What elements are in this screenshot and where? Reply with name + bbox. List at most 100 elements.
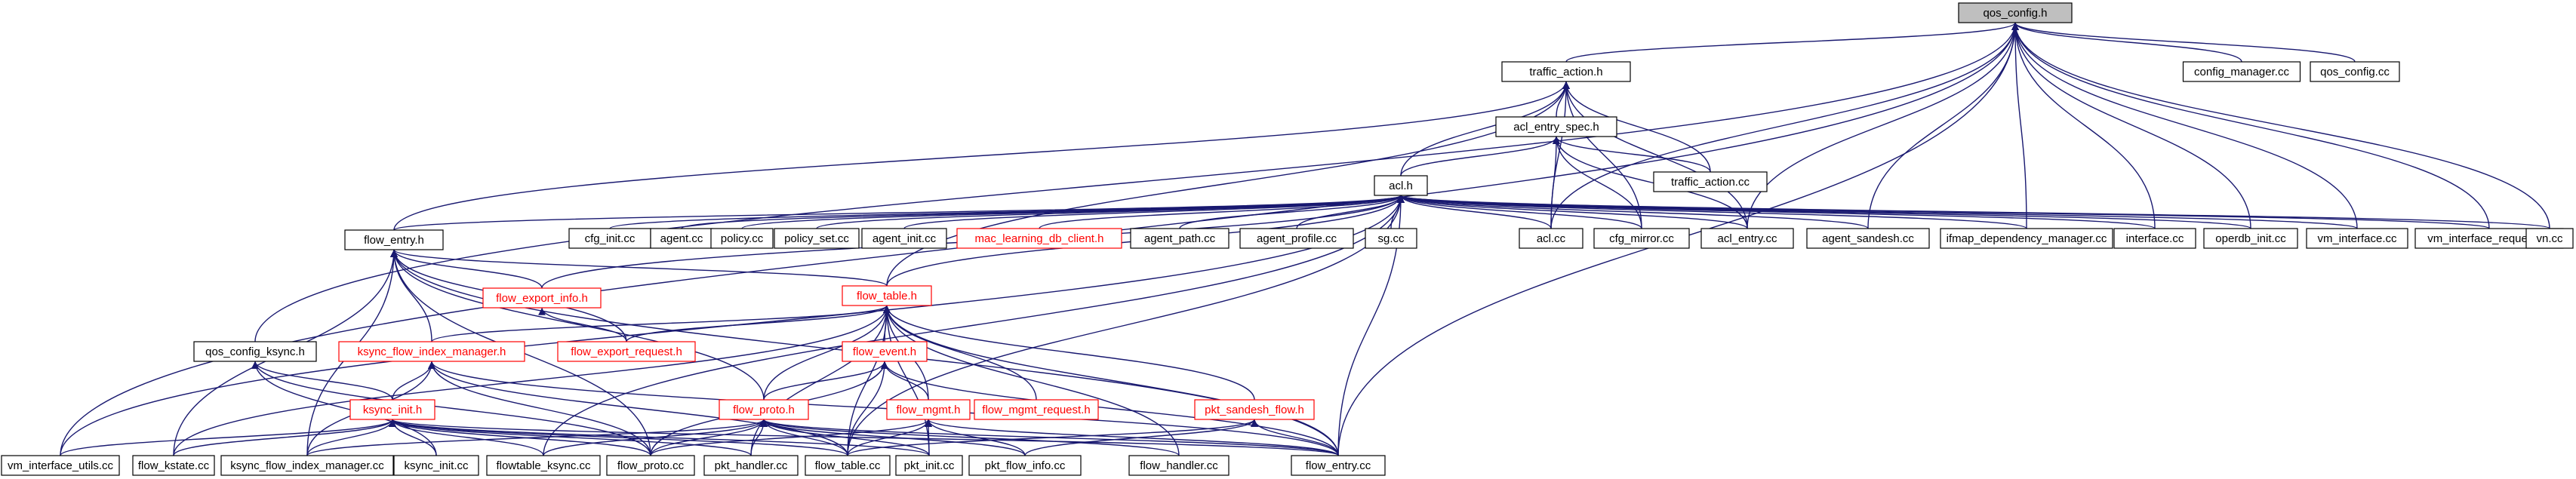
node-vn-cc[interactable]: vn.cc — [2525, 228, 2574, 249]
node-box[interactable] — [1519, 228, 1583, 249]
node-policy-set-cc[interactable]: policy_set.cc — [774, 228, 860, 249]
node-box[interactable] — [220, 455, 394, 476]
node-box[interactable] — [2113, 228, 2196, 249]
node-box[interactable] — [2203, 228, 2298, 249]
node-box[interactable] — [1130, 228, 1230, 249]
node-flow-handler-cc[interactable]: flow_handler.cc — [1128, 455, 1230, 476]
node-box[interactable] — [842, 285, 932, 306]
node-qos-config-cc[interactable]: qos_config.cc — [2310, 61, 2400, 82]
node-agent-path-cc[interactable]: agent_path.cc — [1130, 228, 1230, 249]
node-pkt-sandesh-flow-h[interactable]: pkt_sandesh_flow.h — [1194, 399, 1315, 420]
node-operdb-init-cc[interactable]: operdb_init.cc — [2203, 228, 2298, 249]
node-box[interactable] — [842, 341, 928, 362]
node-box[interactable] — [1700, 228, 1794, 249]
node-ifmap-dependency-manager-cc[interactable]: ifmap_dependency_manager.cc — [1940, 228, 2113, 249]
node-box[interactable] — [1501, 61, 1631, 82]
node-ksync-flow-index-manager-h[interactable]: ksync_flow_index_manager.h — [338, 341, 525, 362]
node-box[interactable] — [2182, 61, 2301, 82]
node-pkt-flow-info-cc[interactable]: pkt_flow_info.cc — [968, 455, 1082, 476]
node-pkt-init-cc[interactable]: pkt_init.cc — [895, 455, 963, 476]
node-flow-table-h[interactable]: flow_table.h — [842, 285, 932, 306]
node-flow-entry-cc[interactable]: flow_entry.cc — [1291, 455, 1386, 476]
node-box[interactable] — [1291, 455, 1386, 476]
include-edge-config_manager_cc-to-qos_config_h — [2011, 22, 2242, 63]
node-cfg-init-cc[interactable]: cfg_init.cc — [568, 228, 651, 249]
node-policy-cc[interactable]: policy.cc — [710, 228, 774, 249]
node-qos-config-ksync-h[interactable]: qos_config_ksync.h — [193, 341, 317, 362]
node-box[interactable] — [774, 228, 860, 249]
node-acl-entry-cc[interactable]: acl_entry.cc — [1700, 228, 1794, 249]
node-interface-cc[interactable]: interface.cc — [2113, 228, 2196, 249]
node-flow-proto-h[interactable]: flow_proto.h — [719, 399, 809, 420]
node-box[interactable] — [132, 455, 215, 476]
node-box[interactable] — [703, 455, 799, 476]
node-box[interactable] — [393, 455, 479, 476]
node-box[interactable] — [710, 228, 774, 249]
node-box[interactable] — [895, 455, 963, 476]
node-flow-table-cc[interactable]: flow_table.cc — [805, 455, 891, 476]
node-box[interactable] — [861, 228, 947, 249]
node-mac-learning-db-client-h[interactable]: mac_learning_db_client.h — [956, 228, 1122, 249]
node-qos-config-h[interactable]: qos_config.h — [1958, 2, 2073, 23]
node-sg-cc[interactable]: sg.cc — [1365, 228, 1417, 249]
node-box[interactable] — [956, 228, 1122, 249]
node-box[interactable] — [482, 287, 602, 309]
node-box[interactable] — [1365, 228, 1417, 249]
node-box[interactable] — [1653, 171, 1768, 192]
node-traffic-action-cc[interactable]: traffic_action.cc — [1653, 171, 1768, 192]
node-agent-profile-cc[interactable]: agent_profile.cc — [1239, 228, 1354, 249]
node-box[interactable] — [650, 228, 713, 249]
node-acl-cc[interactable]: acl.cc — [1519, 228, 1583, 249]
node-box[interactable] — [1593, 228, 1690, 249]
node-box[interactable] — [805, 455, 891, 476]
node-box[interactable] — [968, 455, 1082, 476]
node-agent-cc[interactable]: agent.cc — [650, 228, 713, 249]
node-flow-proto-cc[interactable]: flow_proto.cc — [606, 455, 695, 476]
node-acl-h[interactable]: acl.h — [1374, 175, 1428, 196]
node-box[interactable] — [1239, 228, 1354, 249]
node-agent-sandesh-cc[interactable]: agent_sandesh.cc — [1806, 228, 1930, 249]
node-box[interactable] — [2310, 61, 2400, 82]
node-box[interactable] — [886, 399, 971, 420]
node-agent-init-cc[interactable]: agent_init.cc — [861, 228, 947, 249]
node-vm-interface-utils-cc[interactable]: vm_interface_utils.cc — [1, 455, 120, 476]
node-acl-entry-spec-h[interactable]: acl_entry_spec.h — [1495, 116, 1617, 137]
node-box[interactable] — [974, 399, 1099, 420]
node-box[interactable] — [606, 455, 695, 476]
node-box[interactable] — [568, 228, 651, 249]
node-flow-kstate-cc[interactable]: flow_kstate.cc — [132, 455, 215, 476]
node-traffic-action-h[interactable]: traffic_action.h — [1501, 61, 1631, 82]
node-cfg-mirror-cc[interactable]: cfg_mirror.cc — [1593, 228, 1690, 249]
node-ksync-init-h[interactable]: ksync_init.h — [349, 399, 435, 420]
node-box[interactable] — [1806, 228, 1930, 249]
node-flowtable-ksync-cc[interactable]: flowtable_ksync.cc — [486, 455, 601, 476]
node-box[interactable] — [1958, 2, 2073, 23]
node-box[interactable] — [1, 455, 120, 476]
node-ksync-flow-index-manager-cc[interactable]: ksync_flow_index_manager.cc — [220, 455, 394, 476]
node-vm-interface-cc[interactable]: vm_interface.cc — [2306, 228, 2408, 249]
node-box[interactable] — [2306, 228, 2408, 249]
node-box[interactable] — [193, 341, 317, 362]
node-box[interactable] — [1374, 175, 1428, 196]
include-edge-flow_entry_h-to-traffic_action_h — [393, 81, 1570, 231]
node-box[interactable] — [338, 341, 525, 362]
node-box[interactable] — [1495, 116, 1617, 137]
node-config-manager-cc[interactable]: config_manager.cc — [2182, 61, 2301, 82]
node-box[interactable] — [557, 341, 696, 362]
node-box[interactable] — [344, 229, 444, 250]
node-flow-export-info-h[interactable]: flow_export_info.h — [482, 287, 602, 309]
node-flow-mgmt-h[interactable]: flow_mgmt.h — [886, 399, 971, 420]
node-box[interactable] — [349, 399, 435, 420]
node-box[interactable] — [2525, 228, 2574, 249]
node-box[interactable] — [719, 399, 809, 420]
node-flow-event-h[interactable]: flow_event.h — [842, 341, 928, 362]
node-box[interactable] — [1194, 399, 1315, 420]
node-flow-mgmt-request-h[interactable]: flow_mgmt_request.h — [974, 399, 1099, 420]
node-box[interactable] — [1128, 455, 1230, 476]
node-flow-export-request-h[interactable]: flow_export_request.h — [557, 341, 696, 362]
node-pkt-handler-cc[interactable]: pkt_handler.cc — [703, 455, 799, 476]
node-flow-entry-h[interactable]: flow_entry.h — [344, 229, 444, 250]
node-box[interactable] — [486, 455, 601, 476]
node-ksync-init-cc[interactable]: ksync_init.cc — [393, 455, 479, 476]
node-box[interactable] — [1940, 228, 2113, 249]
